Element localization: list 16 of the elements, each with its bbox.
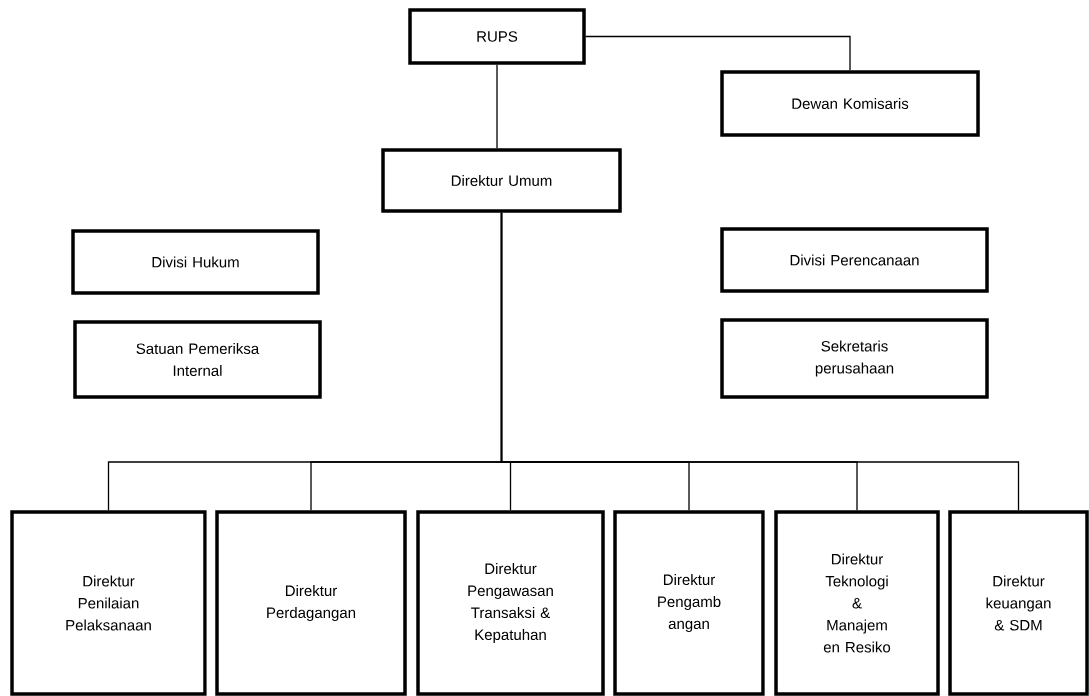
org-box: Direktur Perdagangan <box>215 510 407 696</box>
org-box: Direktur Pengamb angan <box>613 510 765 696</box>
org-box: Divisi Hukum <box>71 229 320 295</box>
org-box: Sekretaris perusahaan <box>720 318 989 399</box>
connector-line <box>585 35 851 71</box>
org-box: Direktur Umum <box>381 148 622 213</box>
org-box: RUPS <box>408 8 586 65</box>
org-box: Divisi Perencanaan <box>720 227 989 293</box>
org-box: Direktur keuangan & SDM <box>948 510 1089 696</box>
org-box: Direktur Penilaian Pelaksanaan <box>10 510 207 696</box>
org-box: Satuan Pemeriksa Internal <box>73 320 322 399</box>
connector-line <box>496 64 498 149</box>
connector-line <box>500 212 1020 511</box>
org-box: Direktur Pengawasan Transaksi & Kepatuhan <box>416 510 605 696</box>
org-box: Direktur Teknologi & Manajem en Resiko <box>774 510 940 696</box>
org-box: Dewan Komisaris <box>720 70 980 137</box>
